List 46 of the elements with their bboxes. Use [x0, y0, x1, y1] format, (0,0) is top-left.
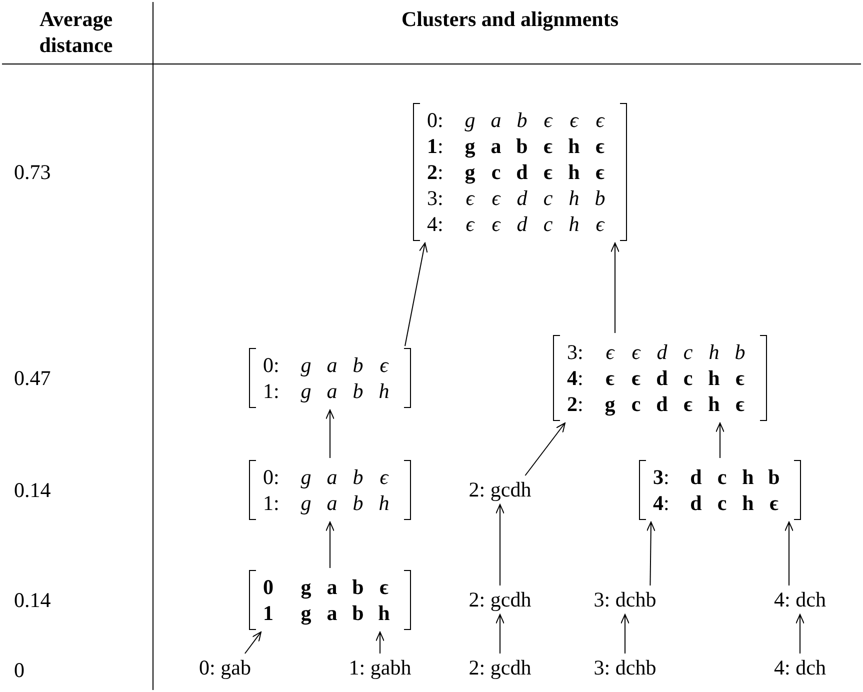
arrow — [326, 410, 334, 458]
arrow — [244, 632, 262, 654]
matrix-row-text: 1: g a b h — [263, 378, 390, 404]
arrow — [784, 522, 794, 586]
arrow — [376, 632, 384, 654]
matrix-row-text: 2: g c d ϵ h ϵ — [427, 159, 606, 185]
matrix-row-text: 0: g a b ϵ — [263, 352, 390, 378]
sequence-label: 3: dchb — [594, 656, 656, 680]
matrix-row-text: 1: g a b h — [263, 490, 390, 516]
sequence-label: 2: gcdh — [468, 478, 532, 502]
distance-value: 0 — [14, 658, 24, 683]
matrix-row-text: 3: ϵ ϵ d c h b — [567, 339, 746, 365]
column-header: Average distance — [38, 6, 114, 58]
distance-value: 0.73 — [14, 160, 51, 185]
arrow — [496, 614, 504, 654]
arrow — [646, 522, 656, 586]
arrow — [496, 504, 504, 586]
matrix-row-text: 1: g a b ϵ h ϵ — [427, 133, 606, 159]
matrix-row-text: 0 g a b ϵ — [263, 574, 390, 600]
matrix-row-text: 1 g a b h — [263, 600, 391, 626]
matrix-row-text: 3: d c h b — [653, 464, 781, 490]
matrix-row-text: 0: g a b ϵ — [263, 464, 390, 490]
matrix-row-text: 2: g c d ϵ h ϵ — [567, 391, 746, 417]
matrix-row-text: 3: ϵ ϵ d c h b — [427, 185, 606, 211]
arrow — [716, 422, 724, 458]
matrix-row-text: 4: ϵ ϵ d c h ϵ — [427, 211, 606, 237]
arrow — [796, 614, 804, 654]
distance-value: 0.47 — [14, 366, 51, 391]
distance-value: 0.14 — [14, 588, 51, 613]
sequence-label: 4: dch — [774, 656, 826, 680]
matrix-row-text: 4: ϵ ϵ d c h ϵ — [567, 365, 746, 391]
arrow — [404, 242, 428, 346]
arrow — [620, 614, 630, 654]
column-header: Clusters and alignments — [400, 6, 620, 32]
arrow — [610, 242, 620, 334]
matrix-row-text: 4: d c h ϵ — [653, 490, 780, 516]
sequence-label: 2: gcdh — [468, 588, 532, 612]
sequence-label: 0: gab — [199, 656, 251, 680]
sequence-label: 4: dch — [774, 588, 826, 612]
distance-value: 0.14 — [14, 478, 51, 503]
sequence-label: 2: gcdh — [468, 656, 532, 680]
sequence-label: 3: dchb — [594, 588, 656, 612]
arrow — [524, 422, 566, 476]
arrow — [326, 522, 334, 568]
sequence-label: 1: gabh — [348, 656, 412, 680]
matrix-row-text: 0: g a b ϵ ϵ ϵ — [427, 107, 606, 133]
